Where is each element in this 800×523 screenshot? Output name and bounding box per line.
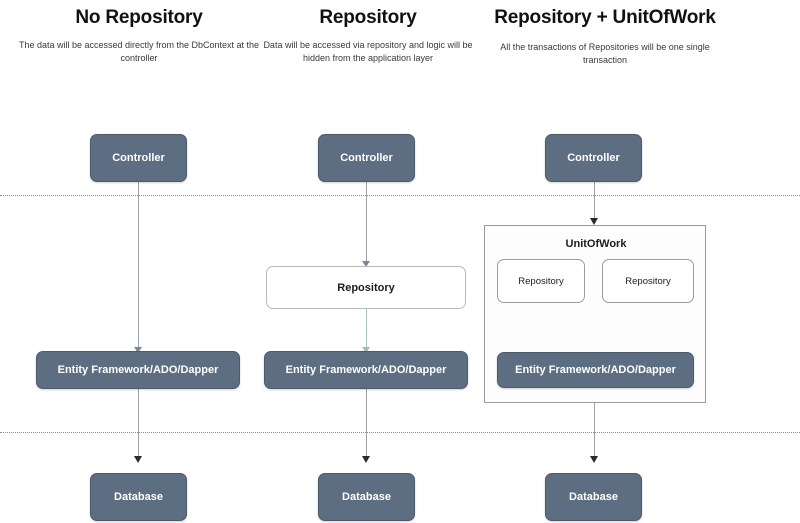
column-subtitle: Data will be accessed via repository and… bbox=[263, 40, 473, 64]
arrowhead-to-database-col2 bbox=[362, 456, 370, 463]
node-label: Entity Framework/ADO/Dapper bbox=[57, 364, 219, 376]
arrowhead-to-ef-col2 bbox=[362, 347, 370, 353]
node-controller-col1[interactable]: Controller bbox=[90, 134, 187, 182]
node-entity-framework-col2[interactable]: Entity Framework/ADO/Dapper bbox=[264, 351, 468, 389]
arrowhead-to-database-col1 bbox=[134, 456, 142, 463]
connector-controller-to-unitofwork-col3 bbox=[594, 180, 595, 222]
connector-controller-to-repository-col2 bbox=[366, 180, 367, 266]
connector-ef-to-database-col1 bbox=[138, 388, 139, 460]
column-title: Repository + UnitOfWork bbox=[494, 7, 716, 28]
arrowhead-to-ef-col1 bbox=[134, 347, 142, 353]
node-label: Controller bbox=[567, 152, 620, 164]
node-database-col1[interactable]: Database bbox=[90, 473, 187, 521]
node-label: Database bbox=[114, 491, 163, 503]
node-entity-framework-col3[interactable]: Entity Framework/ADO/Dapper bbox=[497, 352, 694, 388]
node-label: Database bbox=[569, 491, 618, 503]
connector-controller-to-ef-col1 bbox=[138, 180, 139, 352]
node-controller-col2[interactable]: Controller bbox=[318, 134, 415, 182]
arrowhead-to-database-col3 bbox=[590, 456, 598, 463]
column-title: No Repository bbox=[75, 7, 203, 28]
node-label: Database bbox=[342, 491, 391, 503]
connector-ef-to-database-col2 bbox=[366, 388, 367, 460]
column-subtitle: The data will be accessed directly from … bbox=[18, 40, 260, 64]
column-header-repository-unitofwork: Repository + UnitOfWork All the transact… bbox=[492, 6, 718, 68]
band-divider-top bbox=[0, 195, 800, 196]
node-label: Repository bbox=[518, 275, 564, 287]
node-label: Entity Framework/ADO/Dapper bbox=[285, 364, 447, 376]
node-database-col2[interactable]: Database bbox=[318, 473, 415, 521]
connector-repository-to-ef-col2 bbox=[366, 309, 367, 353]
column-subtitle: All the transactions of Repositories wil… bbox=[500, 42, 710, 66]
arrowhead-to-unitofwork-col3 bbox=[590, 218, 598, 225]
column-title: Repository bbox=[319, 7, 417, 28]
node-entity-framework-col1[interactable]: Entity Framework/ADO/Dapper bbox=[36, 351, 240, 389]
node-controller-col3[interactable]: Controller bbox=[545, 134, 642, 182]
group-unitofwork-title: UnitOfWork bbox=[565, 238, 627, 250]
band-divider-bottom bbox=[0, 432, 800, 433]
arrowhead-to-repository-col2 bbox=[362, 261, 370, 267]
connector-unitofwork-to-database-col3 bbox=[594, 403, 595, 460]
node-label: Repository bbox=[625, 275, 671, 287]
node-repository-right-col3[interactable]: Repository bbox=[602, 259, 694, 303]
node-label: Entity Framework/ADO/Dapper bbox=[515, 364, 676, 376]
group-unitofwork-col3[interactable]: UnitOfWork Repository Repository Entity … bbox=[484, 225, 706, 403]
node-label: Repository bbox=[337, 281, 395, 294]
node-database-col3[interactable]: Database bbox=[545, 473, 642, 521]
column-header-repository: Repository Data will be accessed via rep… bbox=[253, 6, 483, 66]
column-header-no-repository: No Repository The data will be accessed … bbox=[14, 6, 264, 66]
node-repository-col2[interactable]: Repository bbox=[266, 266, 466, 309]
node-label: Controller bbox=[340, 152, 393, 164]
node-repository-left-col3[interactable]: Repository bbox=[497, 259, 585, 303]
node-label: Controller bbox=[112, 152, 165, 164]
